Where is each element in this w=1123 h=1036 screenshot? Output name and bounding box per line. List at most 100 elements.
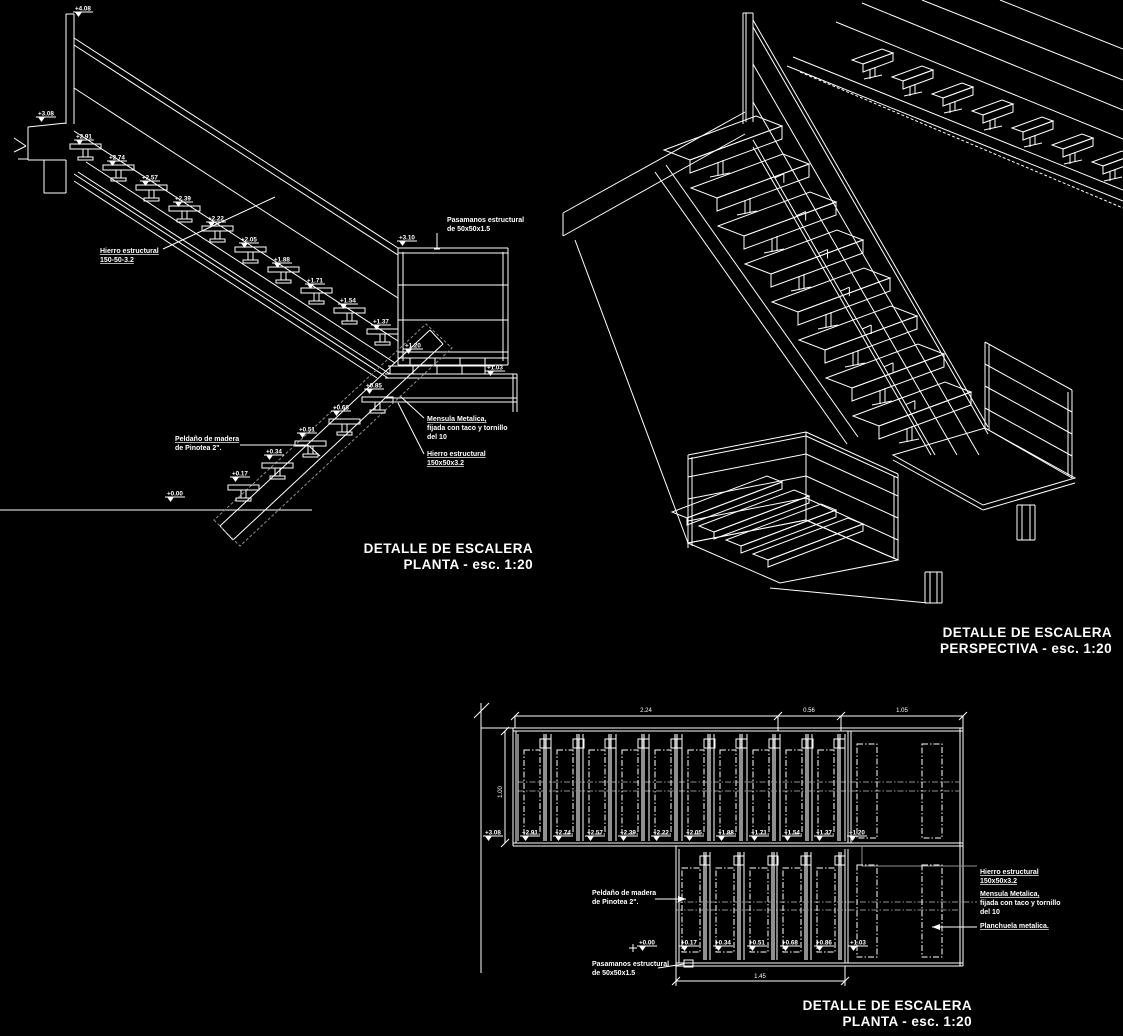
- bracket-foot: [275, 279, 292, 284]
- stringer-tick: [905, 400, 916, 406]
- drawing-line: [835, 21, 1123, 140]
- tread-bracket: [709, 172, 731, 178]
- plan-level-label: +2.05: [686, 830, 702, 837]
- drawing-line: [687, 435, 807, 460]
- level-triangle-icon: [782, 946, 789, 951]
- lower-landing-platform: [686, 519, 900, 584]
- drawing-line: [574, 239, 689, 544]
- small-tread-front: [686, 481, 783, 526]
- drawing-line: [73, 44, 399, 256]
- plan-level-label: +0.00: [639, 940, 655, 947]
- annotation-note: de 50x50x1.5: [447, 226, 490, 233]
- perspective-view: [562, 0, 1123, 604]
- fragment-bracket-top: [1090, 150, 1123, 167]
- plan-level-label: +0.34: [715, 940, 731, 947]
- tread-bracket: [898, 438, 920, 444]
- landing-level-label: +1.20: [405, 343, 421, 350]
- step-level-label: +0.17: [232, 471, 248, 478]
- tread-symbol: [366, 328, 399, 335]
- annotation-note: de Pinotea 2".: [175, 445, 222, 452]
- tread-hidden-outline: [785, 749, 803, 835]
- level-triangle-icon: [751, 836, 758, 841]
- level-triangle-icon: [299, 433, 306, 438]
- level-triangle-icon: [816, 946, 823, 951]
- drawing-line: [892, 459, 984, 511]
- level-triangle-icon: [686, 836, 693, 841]
- drawing-line: [77, 171, 391, 375]
- landing-hidden-edge: [921, 864, 943, 958]
- drawing-line: [13, 137, 27, 147]
- level-triangle-icon: [849, 836, 856, 841]
- hidden-stringer-outline: [213, 323, 453, 547]
- stringer-bar: [707, 734, 711, 841]
- fragment-bracket-front: [1022, 120, 1054, 141]
- fragment-bracket-leg: [983, 125, 1003, 131]
- level-triangle-icon: [38, 117, 45, 122]
- plan-level-label: +0.17: [681, 940, 697, 947]
- level-triangle-icon: [850, 946, 857, 951]
- step-level-label: +0.85: [366, 383, 382, 390]
- drawing-line: [73, 180, 378, 379]
- tread-symbol: [234, 246, 267, 253]
- tread-front: [797, 277, 891, 326]
- annotation-note: Mensula Metalica,: [427, 416, 487, 423]
- fragment-bracket-leg: [903, 91, 923, 97]
- plan-title-line2: PLANTA - esc. 1:20: [843, 1014, 972, 1029]
- stringer-tick: [840, 286, 850, 292]
- section-view: +2.91+2.74+2.57+2.39+2.22+2.05+1.88+1.71…: [0, 6, 524, 547]
- annotation-note: Planchuela metalica.: [980, 923, 1049, 930]
- drawing-line: [752, 26, 989, 435]
- tread-symbol: [328, 418, 361, 425]
- step-level-label: +1.54: [340, 298, 356, 305]
- annotation-note: Hierro estructural: [427, 451, 486, 458]
- stringer-bar: [739, 734, 743, 841]
- level-triangle-icon: [175, 202, 182, 207]
- annotation-note: Hierro estructural: [100, 248, 159, 255]
- step-level-label: +2.39: [175, 196, 191, 203]
- plan-level-label: +2.22: [653, 830, 669, 837]
- annotation-note: fijada con taco y tornillo: [427, 425, 508, 432]
- bracket-foot: [341, 320, 358, 325]
- drawing-line: [657, 963, 685, 969]
- plan-title-line1: DETALLE DE ESCALERA: [803, 998, 972, 1013]
- stringer-tick: [796, 211, 806, 217]
- tread-front: [770, 239, 864, 288]
- plan-level-label: +2.91: [522, 830, 538, 837]
- bracket-foot: [369, 409, 386, 414]
- drawing-line: [805, 497, 899, 541]
- ground-level-label: +0.00: [167, 491, 183, 498]
- annotation-note: fijada con taco y tornillo: [980, 900, 1061, 907]
- level-triangle-icon: [399, 241, 406, 246]
- plan-level-label: +0.68: [782, 940, 798, 947]
- drawing-line: [984, 363, 1073, 413]
- level-triangle-icon: [75, 12, 82, 17]
- dimension-label: 1.00: [498, 786, 504, 798]
- annotation-note: del 10: [980, 909, 1000, 916]
- drawing-line: [397, 402, 425, 455]
- step-level-label: +1.88: [274, 257, 290, 264]
- level-triangle-icon: [681, 946, 688, 951]
- top-level-label: +4.08: [75, 6, 91, 13]
- step-level-label: +2.57: [142, 175, 158, 182]
- drawing-line: [85, 161, 396, 364]
- level-triangle-icon: [718, 836, 725, 841]
- drawing-line: [805, 475, 899, 519]
- drawing-line: [687, 453, 807, 478]
- tread-hidden-outline: [654, 749, 672, 835]
- annotation-note: Pasamanos estructural: [447, 217, 524, 224]
- fragment-bracket-leg: [1063, 159, 1083, 165]
- tread-front: [824, 315, 918, 364]
- plan-level-label: +1.71: [751, 830, 767, 837]
- tread-symbol: [135, 184, 168, 191]
- dimension-label: 1.05: [896, 708, 908, 714]
- drawing-line: [500, 726, 510, 736]
- level-triangle-icon: [749, 946, 756, 951]
- tread-bracket: [844, 362, 866, 368]
- stringer-bar: [837, 734, 841, 841]
- drawing-line: [752, 146, 932, 456]
- tread-hidden-outline: [681, 867, 701, 953]
- tread-symbol: [294, 440, 327, 447]
- level-triangle-icon: [232, 477, 239, 482]
